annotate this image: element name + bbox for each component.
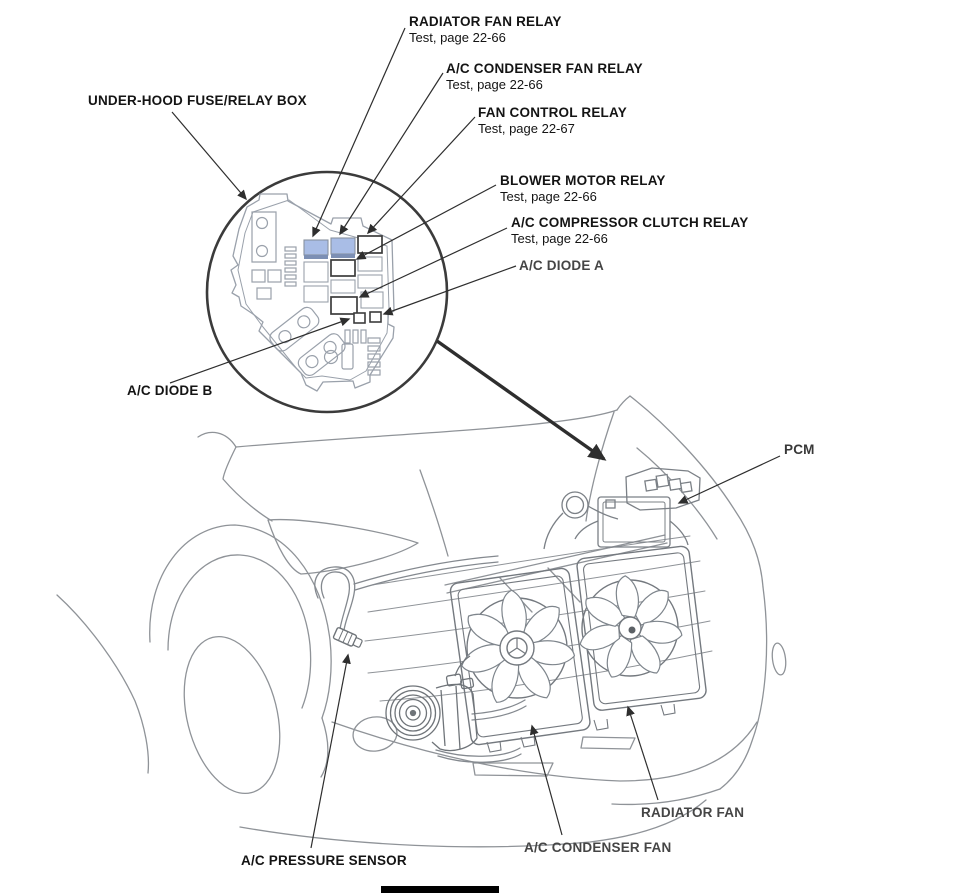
- label-ac-compressor-clutch-relay: A/C COMPRESSOR CLUTCH RELAY Test, page 2…: [511, 215, 748, 247]
- scan-artifact-bar: [381, 886, 499, 893]
- label-test-ref: Test, page 22-66: [409, 30, 506, 46]
- label-under-hood-fuse-relay-box: UNDER-HOOD FUSE/RELAY BOX: [88, 93, 307, 109]
- fuse-box-left-cluster: [251, 211, 297, 300]
- radiator-fan-assembly: [576, 545, 707, 731]
- fuse-box-callout: [205, 170, 449, 414]
- pcm-assembly: [543, 467, 701, 550]
- label-radiator-fan-relay: RADIATOR FAN RELAY Test, page 22-66: [409, 14, 562, 46]
- ac-compressor-clutch-relay-cell: [330, 296, 358, 315]
- leader-ac-pressure-sensor: [310, 653, 351, 849]
- label-test-ref: Test, page 22-67: [478, 121, 575, 137]
- ac-condenser-fan-assembly: [449, 567, 591, 753]
- ac-compressor: [385, 655, 478, 752]
- label-pcm: PCM: [784, 442, 815, 458]
- ac-pipes: [314, 555, 527, 763]
- label-title: BLOWER MOTOR RELAY: [500, 173, 666, 188]
- leader-fan-control-relay: [366, 116, 476, 235]
- label-ac-diode-a: A/C DIODE A: [519, 258, 604, 274]
- ac-condenser-fan-relay-cell: [330, 237, 356, 255]
- label-fan-control-relay: FAN CONTROL RELAY Test, page 22-67: [478, 105, 627, 137]
- leader-pcm: [677, 455, 781, 504]
- ac-diode-b-cell: [353, 312, 366, 324]
- leader-ac-condenser-fan: [529, 724, 563, 836]
- label-test-ref: Test, page 22-66: [500, 189, 597, 205]
- label-test-ref: Test, page 22-66: [446, 77, 543, 93]
- leader-radiator-fan: [626, 705, 659, 801]
- label-title: A/C PRESSURE SENSOR: [241, 853, 407, 868]
- ac-diode-a-cell: [369, 311, 382, 323]
- leader-lines: [169, 27, 781, 849]
- label-title: RADIATOR FAN RELAY: [409, 14, 562, 29]
- label-title: FAN CONTROL RELAY: [478, 105, 627, 120]
- label-ac-pressure-sensor: A/C PRESSURE SENSOR: [241, 853, 407, 869]
- label-radiator-fan: RADIATOR FAN: [641, 805, 744, 821]
- label-title: A/C DIODE B: [127, 383, 213, 398]
- leader-ac-condenser-fan-relay: [339, 72, 444, 236]
- fan-control-relay-cell: [357, 235, 383, 254]
- reservoir-cap: [561, 491, 589, 519]
- ac-condenser-fan-relay-cell-shade: [331, 254, 355, 258]
- ac-pressure-sensor: [332, 627, 363, 648]
- label-title: A/C CONDENSER FAN RELAY: [446, 61, 643, 76]
- leader-ac-compressor-clutch-relay: [358, 227, 508, 298]
- radiator-fan-relay-cell: [303, 239, 329, 256]
- label-title: A/C CONDENSER FAN: [524, 840, 672, 855]
- label-title: A/C DIODE A: [519, 258, 604, 273]
- leader-under-hood-box: [171, 111, 247, 201]
- label-title: UNDER-HOOD FUSE/RELAY BOX: [88, 93, 307, 108]
- leader-blower-motor-relay: [355, 184, 497, 260]
- leader-radiator-fan-relay: [312, 27, 406, 238]
- label-test-ref: Test, page 22-66: [511, 231, 608, 247]
- callout-to-car-arrow: [436, 339, 607, 461]
- label-ac-condenser-fan-relay: A/C CONDENSER FAN RELAY Test, page 22-66: [446, 61, 643, 93]
- blower-motor-relay-cell: [330, 259, 356, 277]
- pcm-box: [597, 496, 671, 548]
- leader-ac-diode-b: [169, 317, 351, 384]
- car-body-outline: [56, 395, 787, 848]
- label-title: RADIATOR FAN: [641, 805, 745, 820]
- leader-ac-diode-a: [382, 265, 517, 316]
- label-ac-condenser-fan: A/C CONDENSER FAN: [524, 840, 671, 856]
- label-blower-motor-relay: BLOWER MOTOR RELAY Test, page 22-66: [500, 173, 666, 205]
- relay-grid: [303, 235, 384, 324]
- radiator-fan-relay-cell-shade: [304, 255, 328, 259]
- label-title: A/C COMPRESSOR CLUTCH RELAY: [511, 215, 749, 230]
- label-ac-diode-b: A/C DIODE B: [127, 383, 212, 399]
- label-title: PCM: [784, 442, 815, 457]
